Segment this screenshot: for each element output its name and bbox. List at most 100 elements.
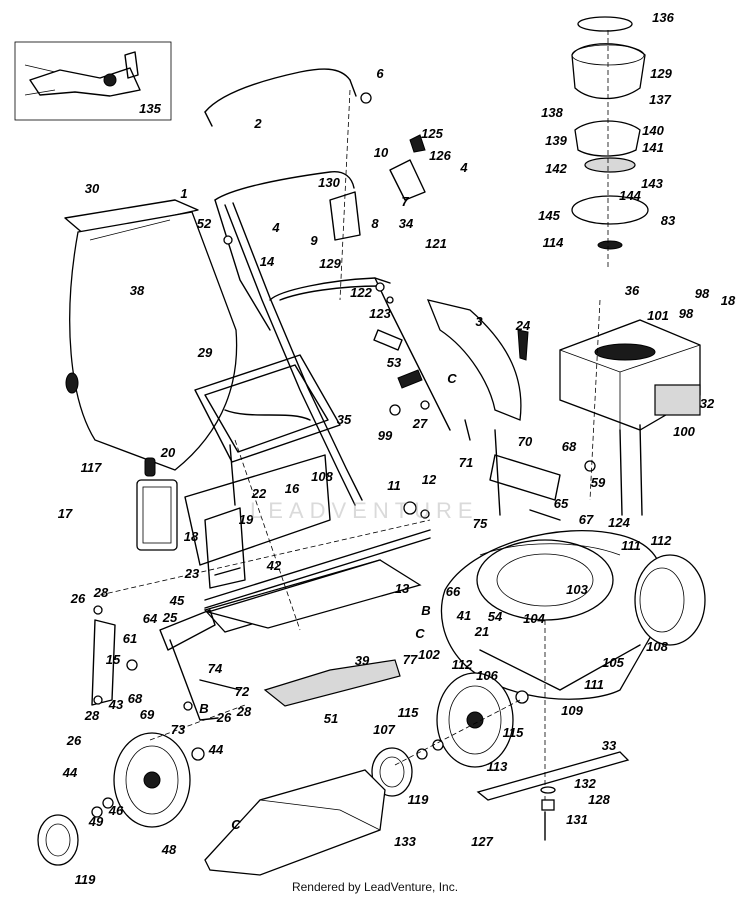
callout-26: 26	[70, 591, 86, 606]
callout-77: 77	[403, 652, 418, 667]
callout-C: C	[447, 371, 457, 386]
callout-112: 112	[651, 533, 672, 548]
callout-7: 7	[401, 194, 409, 209]
callout-99: 99	[378, 428, 393, 443]
callout-48: 48	[161, 842, 177, 857]
callout-61: 61	[123, 631, 137, 646]
callout-16: 16	[285, 481, 300, 496]
callout-102: 102	[418, 647, 440, 662]
callout-28: 28	[84, 708, 100, 723]
callout-23: 23	[184, 566, 200, 581]
callout-4: 4	[459, 160, 468, 175]
callout-12: 12	[422, 472, 437, 487]
callout-69: 69	[140, 707, 155, 722]
callout-115: 115	[503, 725, 524, 740]
axle-rod	[204, 529, 431, 609]
callout-68: 68	[562, 439, 577, 454]
callout-137: 137	[649, 92, 671, 107]
callout-124: 124	[608, 515, 630, 530]
callout-C: C	[231, 817, 241, 832]
callout-59: 59	[591, 475, 606, 490]
rear-plates	[203, 559, 422, 707]
callout-117: 117	[81, 460, 102, 475]
callout-109: 109	[561, 703, 583, 718]
callout-20: 20	[160, 445, 176, 460]
callout-2: 2	[253, 116, 262, 131]
callout-123: 123	[369, 306, 391, 321]
callout-35: 35	[337, 412, 352, 427]
callout-44: 44	[62, 765, 78, 780]
callout-33: 33	[602, 738, 617, 753]
callout-51: 51	[324, 711, 338, 726]
callout-107: 107	[373, 722, 395, 737]
callout-101: 101	[647, 308, 669, 323]
callout-18: 18	[184, 529, 199, 544]
callout-66: 66	[446, 584, 461, 599]
callout-21: 21	[474, 624, 489, 639]
callout-133: 133	[394, 834, 416, 849]
callout-136: 136	[652, 10, 674, 25]
callout-71: 71	[459, 455, 473, 470]
callout-111: 111	[621, 538, 641, 553]
callout-73: 73	[171, 722, 186, 737]
rear-lever	[489, 429, 561, 521]
callout-100: 100	[673, 424, 695, 439]
callout-115: 115	[398, 705, 419, 720]
callout-18: 18	[721, 293, 736, 308]
callout-119: 119	[408, 792, 429, 807]
callout-B: B	[421, 603, 430, 618]
callout-141: 141	[642, 140, 664, 155]
callout-139: 139	[545, 133, 567, 148]
callout-19: 19	[239, 512, 254, 527]
callout-70: 70	[518, 434, 533, 449]
callout-32: 32	[700, 396, 715, 411]
callout-104: 104	[523, 611, 545, 626]
callout-45: 45	[169, 593, 185, 608]
watermark: LEADVENTURE	[250, 498, 479, 523]
callout-114: 114	[543, 235, 564, 250]
callout-64: 64	[143, 611, 158, 626]
callout-143: 143	[641, 176, 663, 191]
callout-108: 108	[311, 469, 333, 484]
engine	[559, 319, 701, 516]
wheels	[37, 554, 706, 866]
callout-105: 105	[602, 655, 624, 670]
inset-detail-135	[14, 41, 172, 121]
callout-28: 28	[93, 585, 109, 600]
callout-49: 49	[88, 814, 104, 829]
callout-10: 10	[374, 145, 389, 160]
callout-15: 15	[106, 652, 121, 667]
callout-130: 130	[318, 175, 340, 190]
discharge-chute	[204, 769, 386, 876]
callout-14: 14	[260, 254, 275, 269]
callout-106: 106	[476, 668, 498, 683]
callout-17: 17	[58, 506, 73, 521]
callout-1: 1	[180, 186, 187, 201]
callout-54: 54	[488, 609, 503, 624]
callout-140: 140	[642, 123, 664, 138]
callout-6: 6	[376, 66, 384, 81]
callout-36: 36	[625, 283, 640, 298]
callout-145: 145	[538, 208, 560, 223]
callout-135: 135	[139, 101, 161, 116]
callout-74: 74	[208, 661, 223, 676]
callout-24: 24	[515, 318, 531, 333]
small-hardware	[223, 92, 596, 519]
callout-13: 13	[395, 581, 410, 596]
callout-28: 28	[236, 704, 252, 719]
callout-30: 30	[85, 181, 100, 196]
callout-4: 4	[271, 220, 280, 235]
deflector	[426, 299, 529, 441]
callout-122: 122	[350, 285, 372, 300]
callout-65: 65	[554, 496, 569, 511]
callout-83: 83	[661, 213, 676, 228]
callout-38: 38	[130, 283, 145, 298]
callout-9: 9	[310, 233, 318, 248]
callout-68: 68	[128, 691, 143, 706]
blade	[476, 620, 630, 841]
callout-42: 42	[266, 558, 282, 573]
callout-108: 108	[646, 639, 668, 654]
callout-98: 98	[695, 286, 710, 301]
